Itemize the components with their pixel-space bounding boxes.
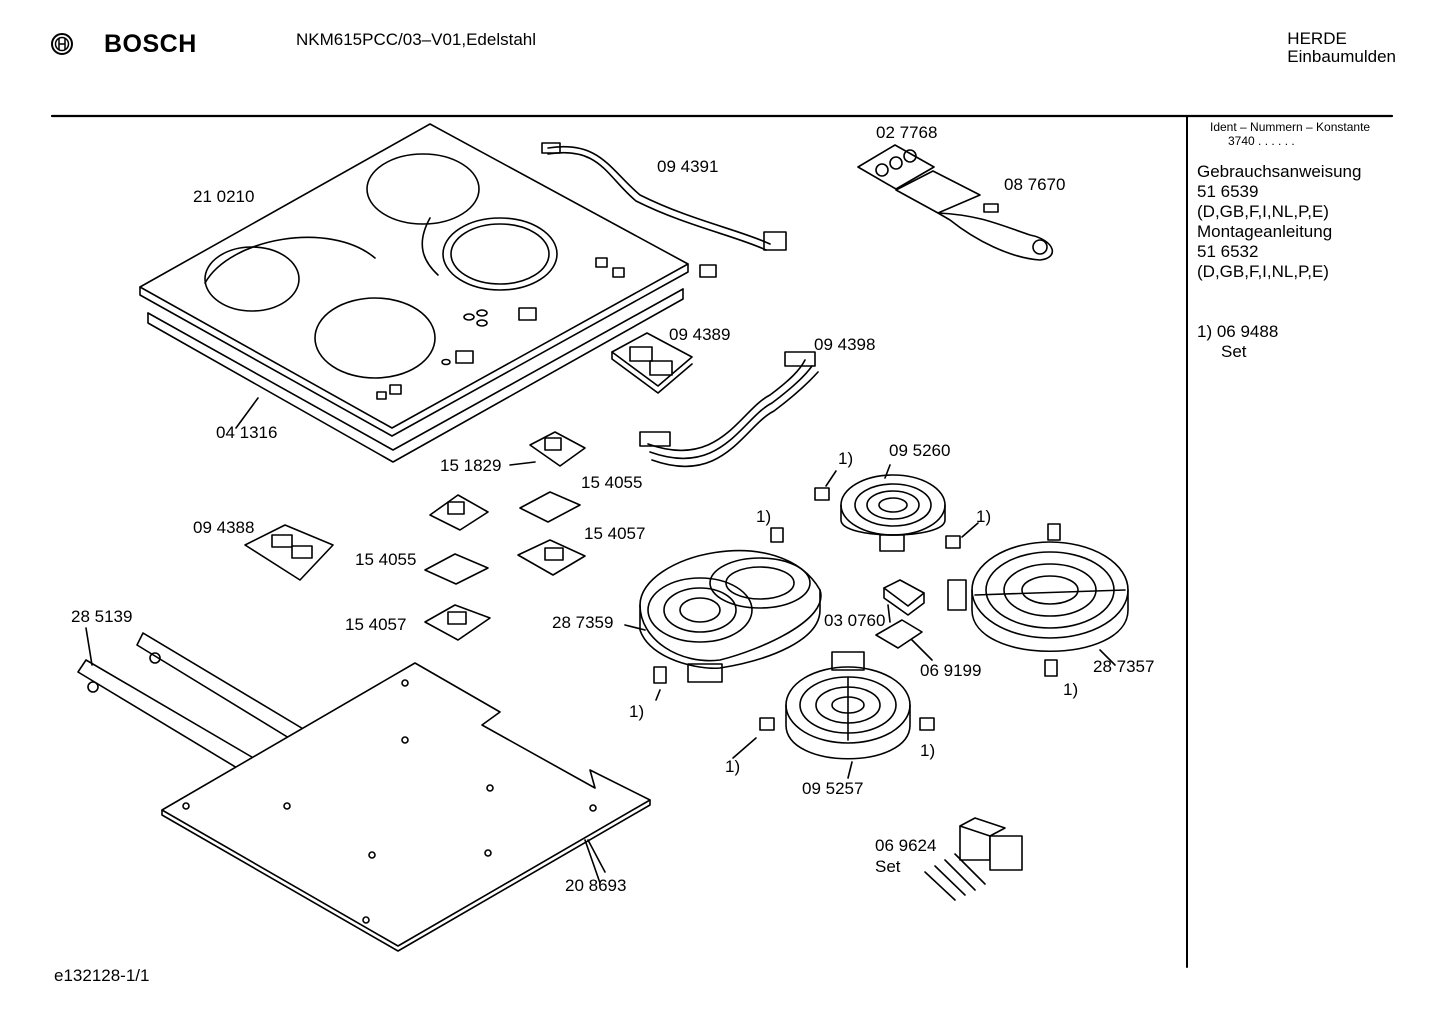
ident-title: Ident – Nummern – Konstante [1210, 120, 1371, 134]
part-label: 28 7359 [552, 613, 614, 632]
footnote-legend-line-1: 1) 06 9488 [1197, 322, 1279, 341]
part-label: 28 7357 [1093, 657, 1155, 676]
doc-line: (D,GB,F,I,NL,P,E) [1197, 262, 1329, 281]
doc-line: Montageanleitung [1197, 222, 1333, 241]
ceramic-hob-top [139, 123, 689, 437]
footnote-mark: 1) [756, 507, 772, 526]
part-label: 06 9624 [875, 836, 937, 855]
heater-287357 [947, 541, 1129, 652]
part-label: 28 5139 [71, 607, 133, 626]
cable-094391 [541, 142, 787, 278]
ident-value: 3740 . . . . . . [1228, 134, 1295, 148]
footnote-mark: 1) [838, 449, 854, 468]
gasket-frame [147, 288, 684, 463]
footnote-mark: 1) [920, 741, 936, 760]
part-label: 21 0210 [193, 187, 255, 206]
doc-line: (D,GB,F,I,NL,P,E) [1197, 202, 1329, 221]
part-label: 15 1829 [440, 456, 502, 475]
part-label: 03 0760 [824, 611, 886, 630]
sensor-keys [424, 431, 586, 641]
bracket-069199 [875, 619, 923, 649]
part-label: 09 4398 [814, 335, 876, 354]
footnote-legend: 1) 06 9488 Set [1197, 322, 1278, 362]
part-label: 09 4389 [669, 325, 731, 344]
part-label: 15 4057 [584, 524, 646, 543]
part-label: 08 7670 [1004, 175, 1066, 194]
ident-block: Ident – Nummern – Konstante 3740 . . . .… [1210, 120, 1370, 148]
documents-list: Gebrauchsanweisung 51 6539 (D,GB,F,I,NL,… [1197, 162, 1361, 282]
part-label: 15 4057 [345, 615, 407, 634]
footnote-mark: 1) [725, 757, 741, 776]
drawing-code: e132128-1/1 [54, 966, 150, 985]
terminal-block-030760 [883, 579, 925, 616]
footnote-mark: 1) [976, 507, 992, 526]
model-title: NKM615PCC/03–V01,Edelstahl [296, 30, 537, 49]
heater-095260 [840, 474, 946, 552]
category: HERDE Einbaumulden [1287, 30, 1396, 66]
part-label: 06 9199 [920, 661, 982, 680]
part-label: 09 5260 [889, 441, 951, 460]
part-label: Set [875, 857, 901, 876]
control-module-094389 [611, 332, 693, 394]
part-label: 04 1316 [216, 423, 278, 442]
doc-line: 51 6532 [1197, 242, 1259, 261]
doc-line: 51 6539 [1197, 182, 1259, 201]
connector-set-069624 [924, 817, 1023, 901]
part-label: 09 4388 [193, 518, 255, 537]
doc-line: Gebrauchsanweisung [1197, 162, 1362, 181]
base-plate [161, 662, 651, 952]
footnote-legend-line-2: Set [1221, 342, 1247, 361]
category-line-2: Einbaumulden [1287, 47, 1396, 66]
part-label: 09 4391 [657, 157, 719, 176]
heater-095257 [785, 651, 911, 760]
category-line-1: HERDE [1287, 29, 1347, 48]
control-board-094388 [244, 524, 334, 581]
brand-name: BOSCH [104, 30, 197, 58]
part-label: 02 7768 [876, 123, 938, 142]
footnote-mark: 1) [629, 702, 645, 721]
part-label: 15 4055 [355, 550, 417, 569]
footnote-mark: 1) [1063, 680, 1079, 699]
part-label: 15 4055 [581, 473, 643, 492]
part-label: 20 8693 [565, 876, 627, 895]
scraper-tool [857, 144, 1054, 261]
heater-287359 [639, 549, 822, 683]
part-label: 09 5257 [802, 779, 864, 798]
ribbon-cable-094398 [639, 351, 819, 468]
